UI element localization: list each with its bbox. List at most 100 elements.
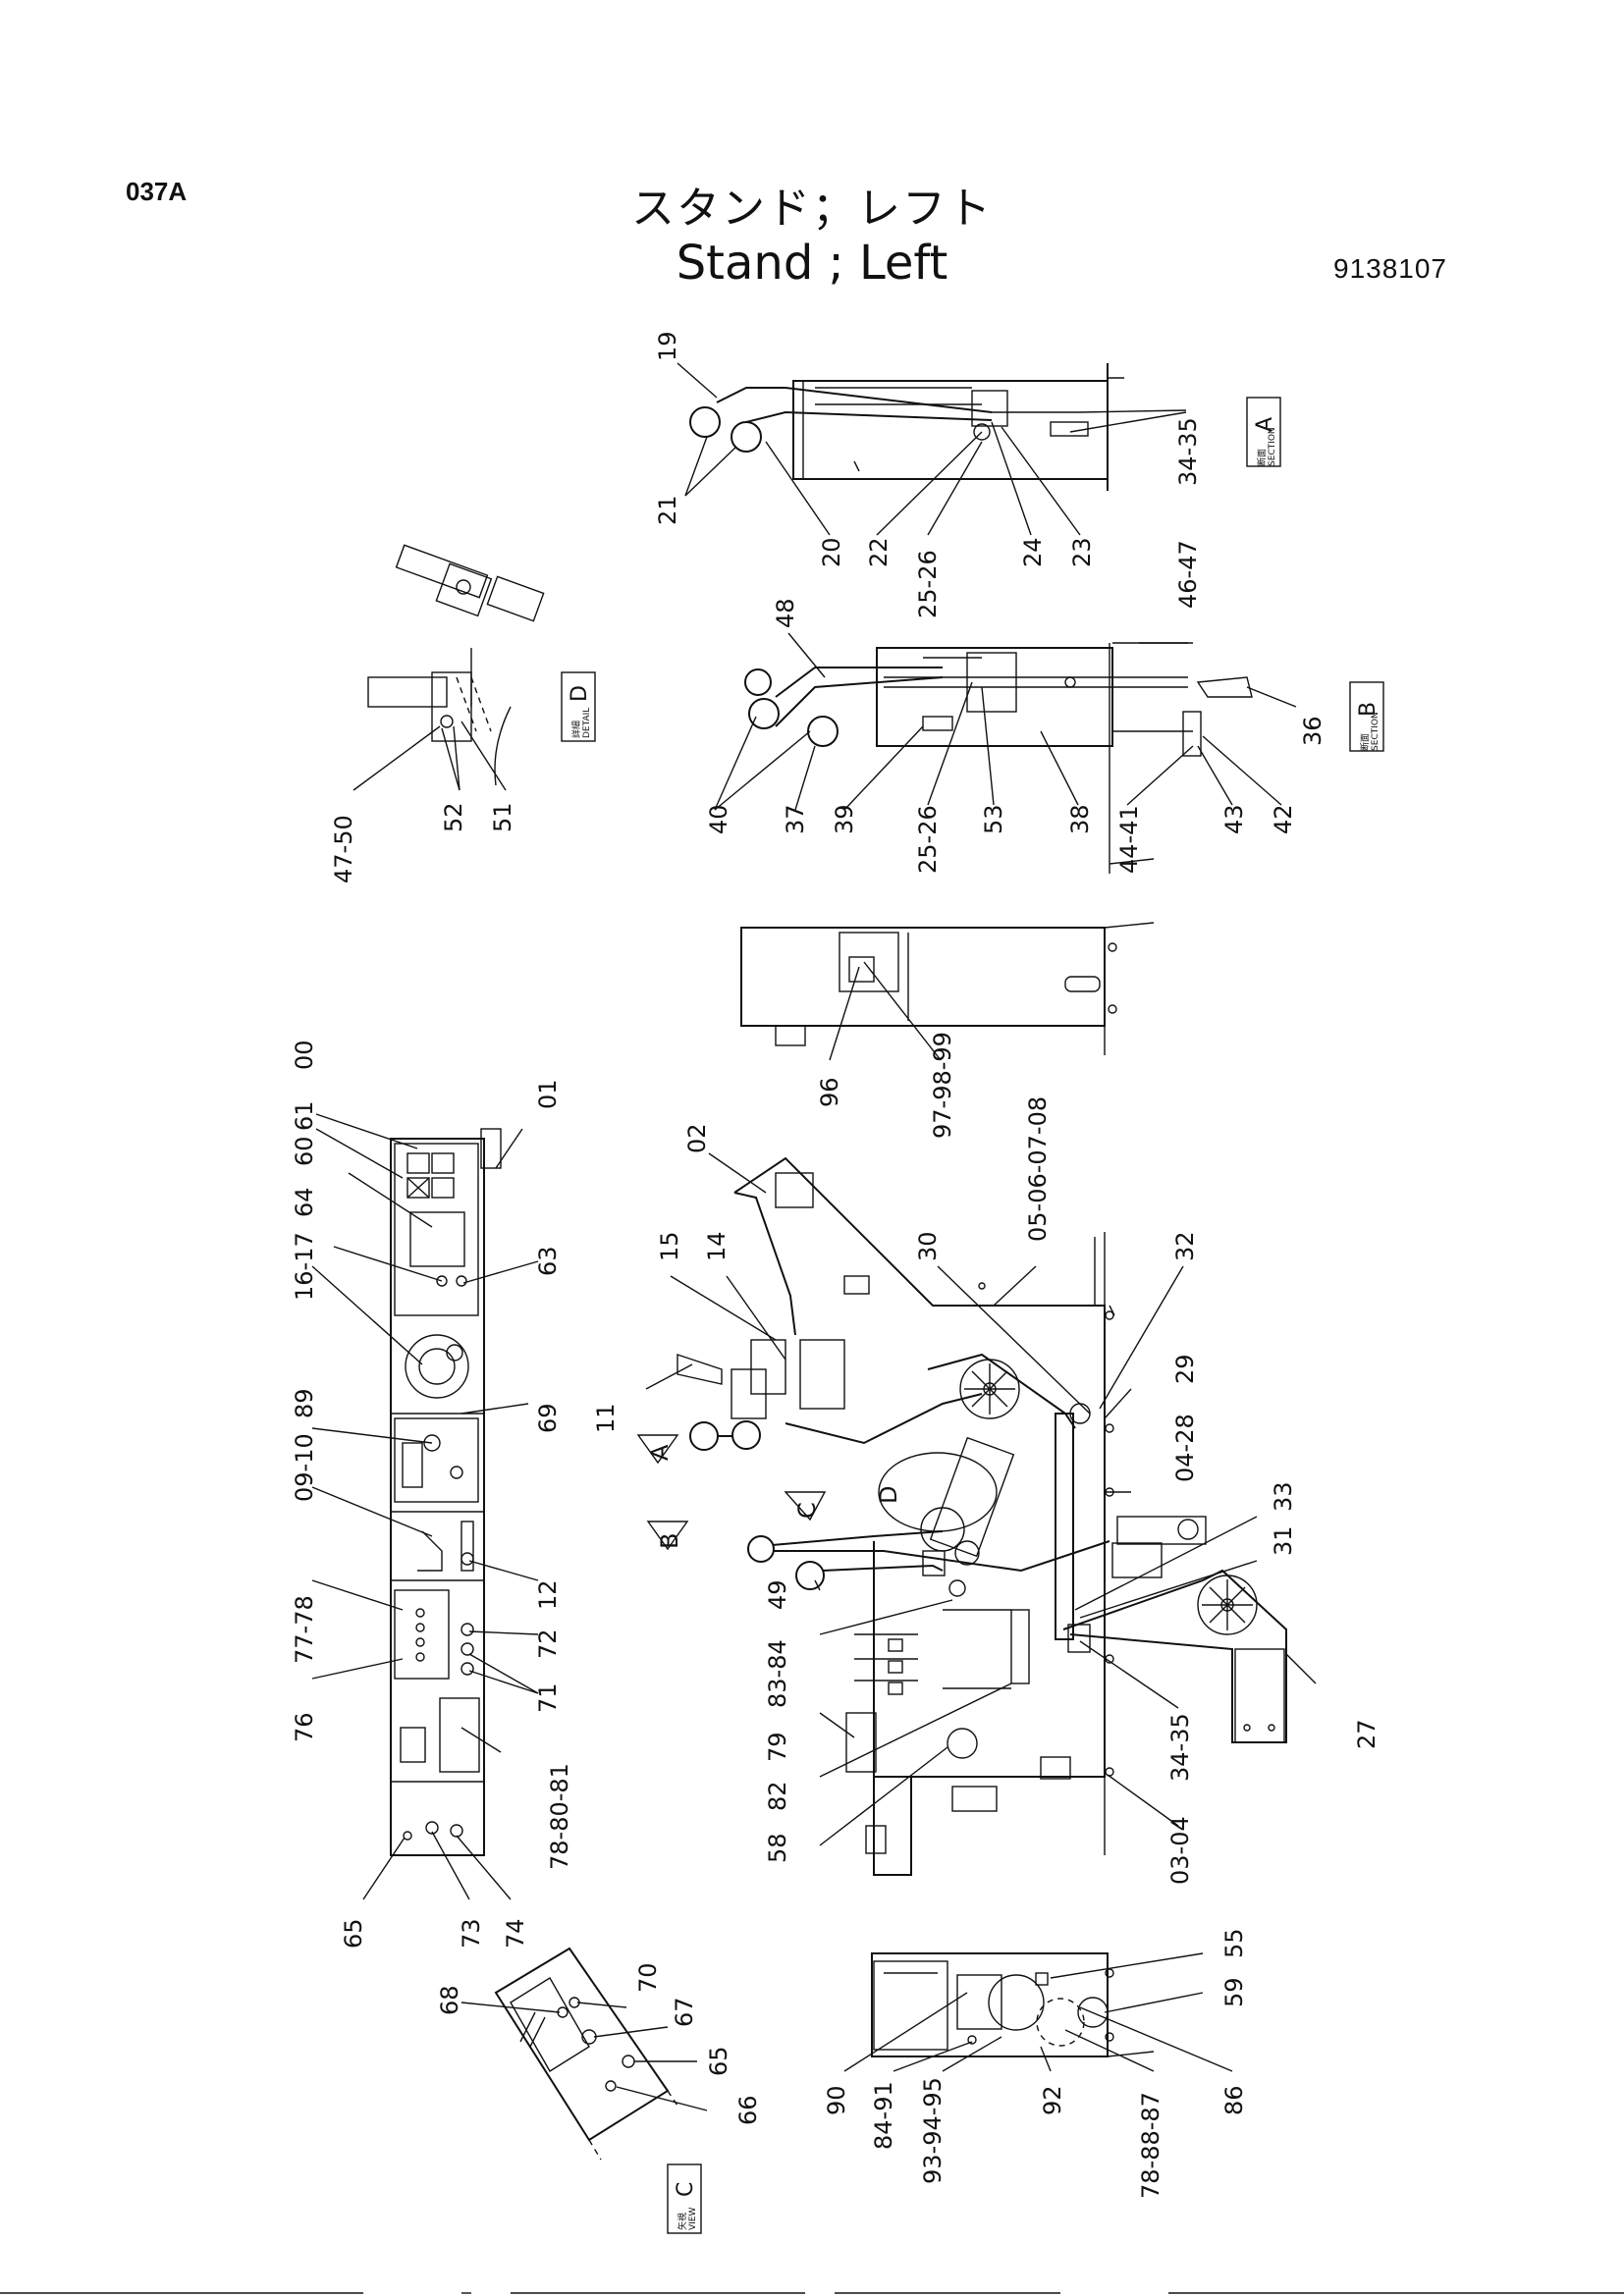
- callout-43: 43: [1220, 804, 1248, 834]
- callout-89: 89: [291, 1388, 318, 1418]
- callout-40: 40: [705, 804, 732, 834]
- callout-14: 14: [703, 1231, 731, 1261]
- callout-47-50: 47-50: [330, 815, 357, 883]
- callout-84-91: 84-91: [870, 2081, 897, 2150]
- callout-25-26-b: 25-26: [914, 805, 942, 874]
- callout-01: 01: [534, 1079, 562, 1109]
- callout-60: 60: [291, 1136, 318, 1166]
- callout-78-80-81: 78-80-81: [546, 1763, 573, 1870]
- callout-61: 61: [291, 1100, 318, 1131]
- svg-text:SECTION: SECTION: [1371, 712, 1380, 751]
- callout-32: 32: [1171, 1231, 1199, 1261]
- stand-bottom-view: [871, 1952, 1155, 2057]
- callout-02: 02: [683, 1123, 711, 1153]
- stand-bottom-leaders: [843, 1952, 1233, 2072]
- callout-70: 70: [634, 1962, 662, 1993]
- callout-16-17: 16-17: [291, 1232, 318, 1301]
- callout-05-06-07-08: 05-06-07-08: [1024, 1096, 1052, 1242]
- callout-72: 72: [534, 1629, 562, 1659]
- callout-42: 42: [1270, 804, 1297, 834]
- callout-71: 71: [534, 1682, 562, 1713]
- callout-37: 37: [782, 804, 809, 834]
- svg-text:VIEW: VIEW: [688, 2208, 698, 2230]
- callout-04-28: 04-28: [1171, 1414, 1199, 1482]
- callout-66: 66: [734, 2095, 762, 2125]
- callout-86: 86: [1220, 2085, 1248, 2115]
- callout-34-35-a: 34-35: [1174, 417, 1202, 486]
- detail-d-drawing: [367, 544, 545, 786]
- callout-64: 64: [291, 1187, 318, 1217]
- svg-text:A: A: [1253, 417, 1277, 432]
- callout-63: 63: [534, 1246, 562, 1276]
- main-stand-drawing: [677, 1156, 1287, 1876]
- callout-44-41: 44-41: [1115, 805, 1143, 874]
- callout-51: 51: [489, 802, 516, 832]
- callout-65-a: 65: [340, 1918, 367, 1949]
- callout-11: 11: [592, 1403, 620, 1433]
- svg-text:DETAIL: DETAIL: [582, 708, 592, 738]
- arrow-c-label: C: [793, 1502, 821, 1519]
- stand-top-view: [740, 922, 1155, 1055]
- callout-30: 30: [914, 1231, 942, 1261]
- title-japanese: スタンド；レフト: [631, 184, 993, 234]
- callout-03-04: 03-04: [1166, 1816, 1194, 1885]
- control-panel-drawing: [390, 1128, 502, 1856]
- callout-46-47: 46-47: [1174, 540, 1202, 609]
- callout-23: 23: [1068, 537, 1096, 567]
- callout-09-10: 09-10: [291, 1433, 318, 1502]
- callout-90: 90: [823, 2085, 850, 2115]
- svg-text:D: D: [568, 685, 592, 702]
- callout-83-84: 83-84: [764, 1639, 791, 1708]
- section-b-drawing: [744, 642, 1253, 874]
- callout-97-98-99: 97-98-99: [929, 1032, 956, 1139]
- callout-00: 00: [291, 1040, 318, 1070]
- arrow-b-label: B: [656, 1533, 683, 1549]
- callout-36: 36: [1299, 716, 1326, 746]
- callout-33: 33: [1270, 1481, 1297, 1512]
- callout-67: 67: [671, 1997, 698, 2027]
- callout-19: 19: [654, 331, 681, 361]
- svg-text:断面: 断面: [1256, 449, 1268, 466]
- view-c-drawing: [494, 1947, 678, 2161]
- callout-20: 20: [818, 537, 845, 567]
- callout-77-78: 77-78: [291, 1595, 318, 1664]
- callout-76: 76: [291, 1712, 318, 1742]
- callout-82: 82: [764, 1781, 791, 1811]
- section-a-tag: A SECTION 断面: [1246, 397, 1281, 467]
- detail-d-tag: D DETAIL 詳細: [561, 671, 596, 742]
- mark-d-label: D: [875, 1486, 902, 1504]
- callout-79: 79: [764, 1732, 791, 1762]
- callout-49: 49: [764, 1579, 791, 1610]
- callout-93-94-95: 93-94-95: [919, 2077, 947, 2184]
- main-stand-leaders: [645, 1152, 1317, 1846]
- title-english: Stand ; Left: [676, 236, 948, 291]
- callout-59: 59: [1220, 1977, 1248, 2007]
- view-c-leaders: [460, 2002, 708, 2111]
- callout-53: 53: [980, 804, 1007, 834]
- callout-24: 24: [1019, 537, 1047, 567]
- callout-74: 74: [502, 1918, 529, 1949]
- callout-38: 38: [1066, 804, 1094, 834]
- section-b-leaders: [714, 632, 1297, 811]
- callout-21: 21: [654, 495, 681, 525]
- callout-25-26-a: 25-26: [914, 550, 942, 618]
- callout-15: 15: [656, 1231, 683, 1261]
- callout-31: 31: [1270, 1525, 1297, 1556]
- svg-text:B: B: [1356, 702, 1380, 717]
- callout-73: 73: [458, 1918, 485, 1949]
- callout-27: 27: [1353, 1719, 1380, 1749]
- callout-65-b: 65: [705, 2046, 732, 2076]
- control-panel-leaders: [311, 1113, 539, 1900]
- svg-text:断面: 断面: [1359, 733, 1371, 751]
- section-b-tag: B SECTION 断面: [1349, 681, 1384, 752]
- callout-78-88-87: 78-88-87: [1137, 2092, 1164, 2199]
- view-c-tag: C VIEW 矢視: [667, 2163, 702, 2234]
- callout-55: 55: [1220, 1928, 1248, 1958]
- svg-text:SECTION: SECTION: [1268, 427, 1277, 466]
- callout-48: 48: [772, 598, 799, 628]
- callout-34-35-c: 34-35: [1166, 1713, 1194, 1782]
- callout-96: 96: [816, 1077, 843, 1107]
- callout-39: 39: [831, 804, 858, 834]
- callout-22: 22: [865, 537, 893, 567]
